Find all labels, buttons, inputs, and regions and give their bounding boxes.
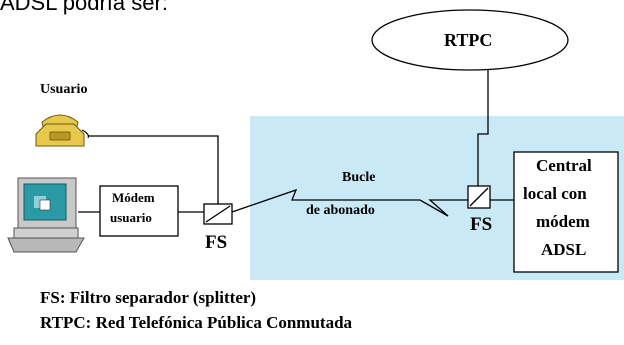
central-label-line1: Central (536, 156, 592, 175)
diagram-caption: ADSL podría ser: (0, 0, 168, 15)
legend-fs: FS: Filtro separador (splitter) (40, 288, 257, 307)
phone-line (88, 135, 219, 204)
bucle-label-line1: Bucle (342, 170, 376, 185)
central-box (513, 151, 619, 273)
fs-left-splitter (203, 203, 233, 225)
rtpc-cloud (371, 9, 569, 71)
bucle-line (231, 188, 468, 217)
bucle-label-line2: de abonado (306, 203, 375, 218)
modem-usuario-box (99, 185, 179, 237)
fs-left-label: FS (205, 232, 228, 253)
fs-right-label: FS (470, 214, 493, 235)
modem-usuario-label-line2: usuario (110, 210, 152, 225)
telephone-icon (35, 114, 89, 147)
central-label-line3: módem (536, 212, 590, 231)
legend-rtpc: RTPC: Red Telefónica Pública Conmutada (40, 313, 353, 332)
central-label-line2: local con (523, 184, 587, 203)
modem-usuario-label-line1: Módem (112, 190, 155, 205)
fs-right-splitter (467, 185, 491, 209)
rtpc-label: RTPC (444, 30, 493, 50)
rtpc-line (477, 70, 489, 186)
usuario-label: Usuario (40, 82, 88, 97)
central-label-line4: ADSL (541, 240, 587, 259)
computer-icon (7, 177, 85, 253)
